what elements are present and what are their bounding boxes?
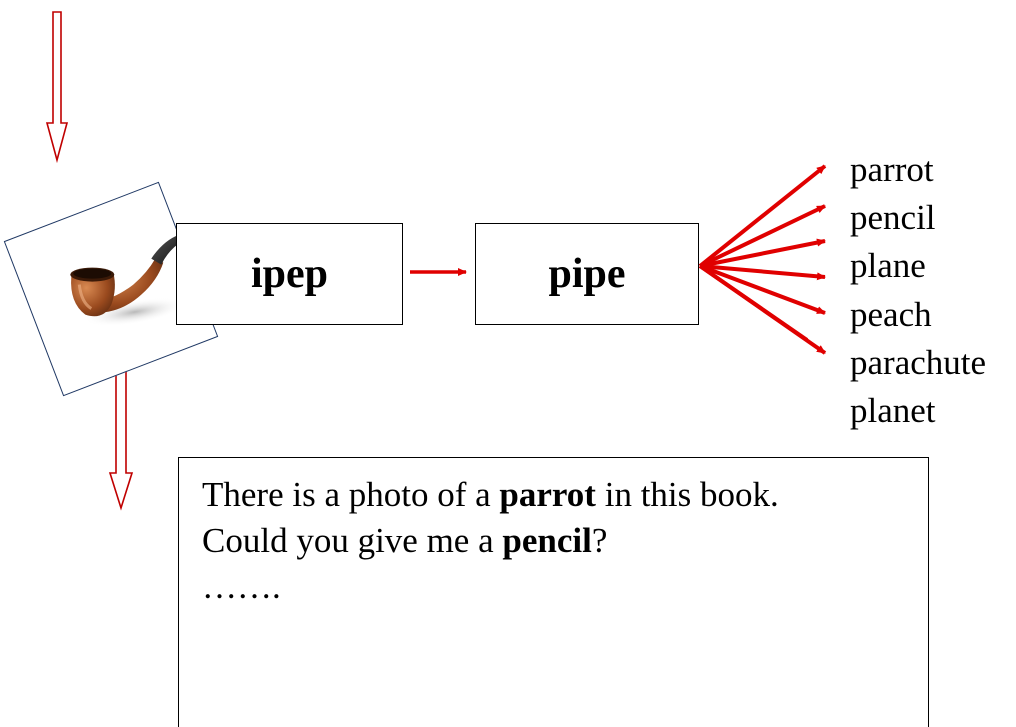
sentence-2-start: Could you give me a: [202, 521, 503, 560]
unscrambled-word-box: pipe: [475, 223, 699, 325]
hollow-down-arrow-bottom: [108, 361, 134, 511]
sentence-2-end: ?: [591, 521, 608, 560]
sentence-2-keyword: pencil: [502, 521, 592, 560]
ellipsis: …….: [202, 567, 281, 606]
unscrambled-word: pipe: [548, 251, 626, 297]
fan-arrows: [698, 164, 827, 355]
pipe-icon: [70, 234, 187, 327]
fan-arrow-parachute: [699, 264, 826, 315]
fan-arrow-pencil: [699, 204, 826, 268]
pipe-photo-card: [3, 181, 219, 397]
related-word-pencil: pencil: [850, 198, 936, 238]
related-words-list: parrot pencil plane peach parachute plan…: [850, 146, 986, 435]
fan-arrow-plane: [699, 238, 826, 268]
sentence-1-start: There is a photo of a: [202, 475, 500, 514]
sentence-2: Could you give me a pencil?: [202, 518, 928, 564]
scrambled-word-box: ipep: [176, 223, 403, 325]
example-sentences-box: There is a photo of a parrot in this boo…: [178, 457, 929, 727]
related-word-planet: planet: [850, 391, 936, 431]
related-word-peach: peach: [850, 294, 932, 334]
fan-arrow-extra: [698, 264, 809, 342]
sentence-1-keyword: parrot: [499, 475, 596, 514]
fan-arrow-peach: [699, 264, 826, 281]
related-word-parachute: parachute: [850, 342, 987, 382]
fan-arrow-parrot: [698, 164, 827, 268]
related-word-parrot: parrot: [850, 150, 934, 189]
scrambled-word: ipep: [250, 251, 329, 297]
sentence-1: There is a photo of a parrot in this boo…: [202, 472, 928, 518]
sentence-1-end: in this book.: [595, 475, 779, 514]
related-word-plane: plane: [850, 246, 926, 286]
hollow-down-arrow-top: [45, 11, 69, 164]
